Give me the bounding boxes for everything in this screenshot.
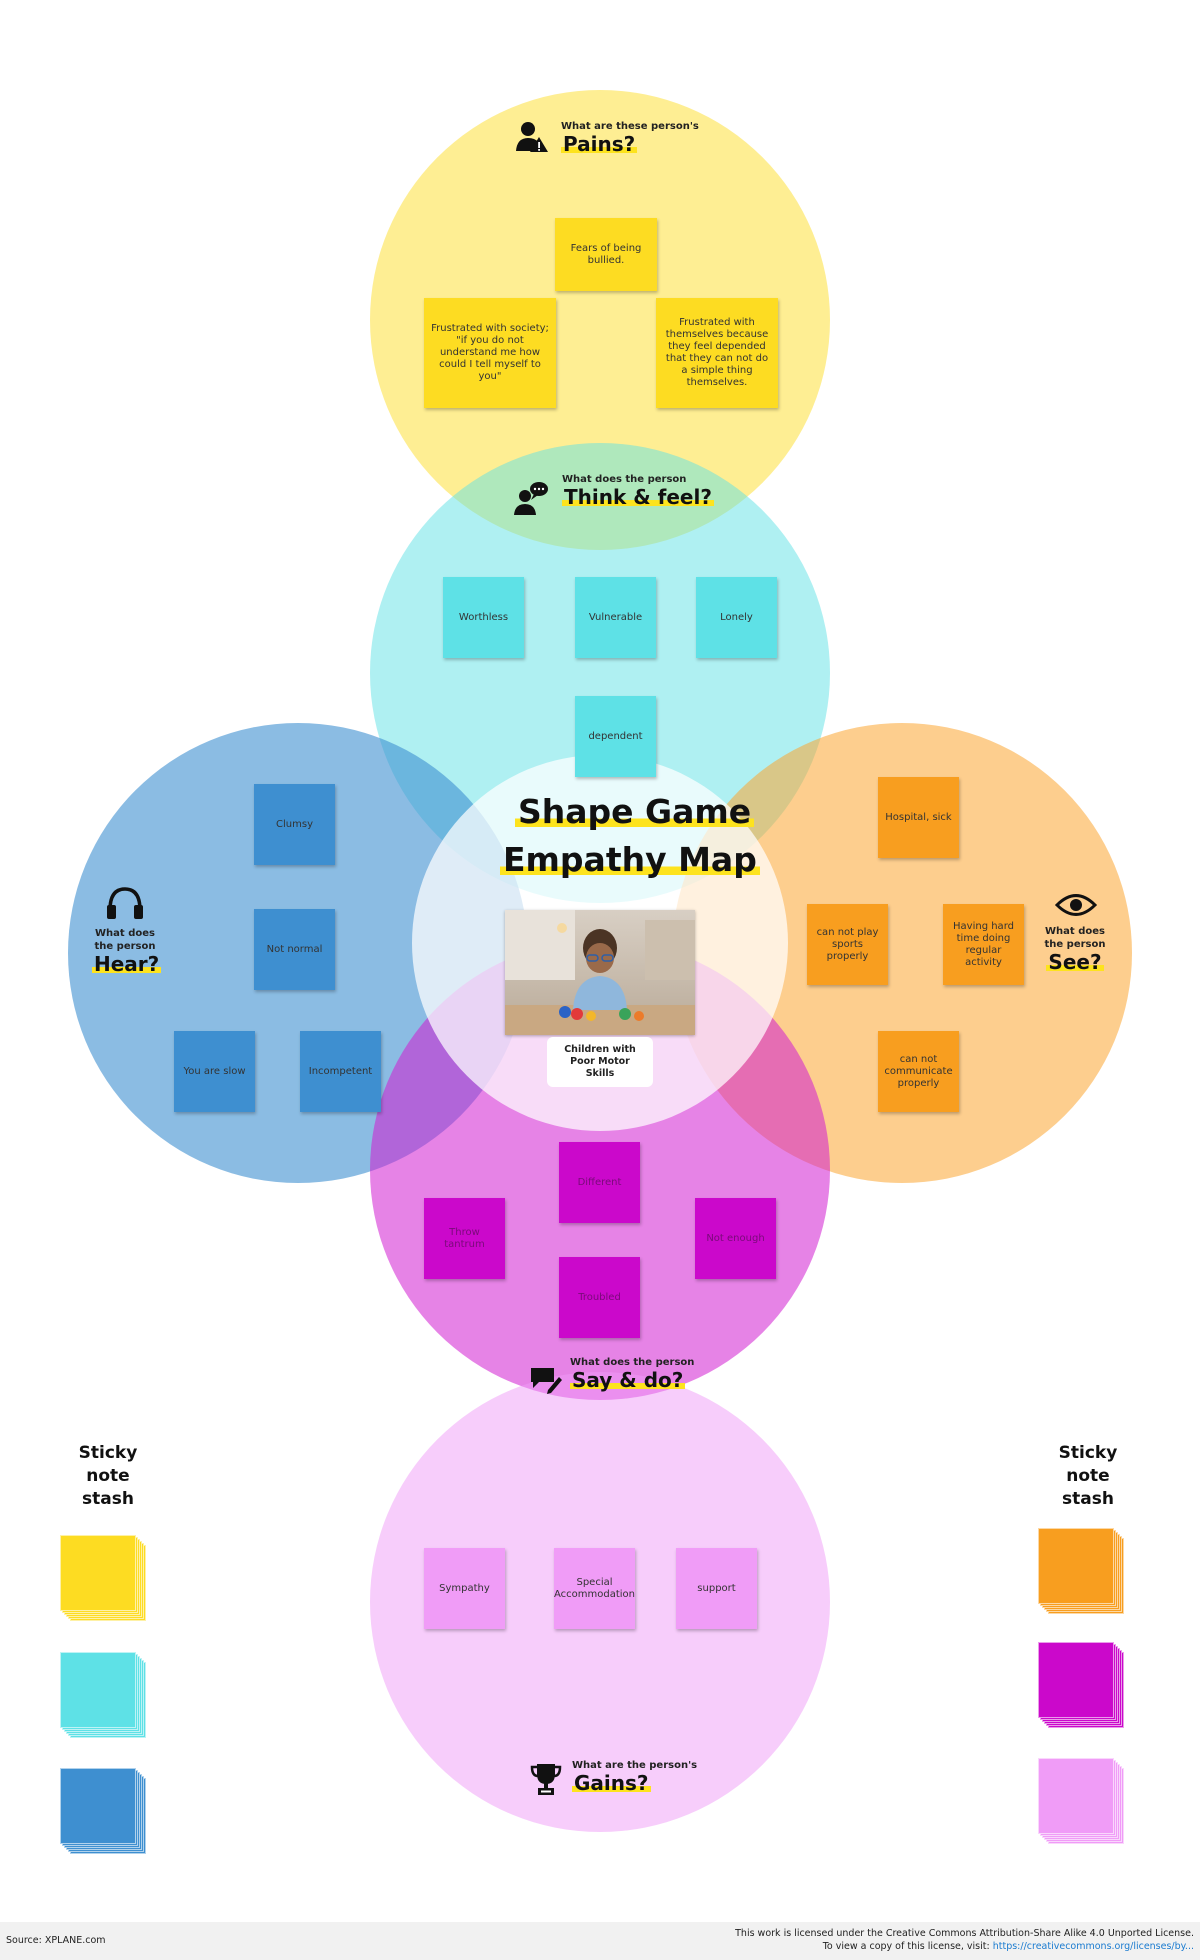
footer-license-prefix: To view a copy of this license, visit:: [822, 1940, 993, 1952]
header-say-title: Say & do?: [570, 1368, 686, 1392]
sticky-note-think-3[interactable]: Lonely: [696, 577, 777, 658]
stash-sheet: [60, 1768, 136, 1844]
sticky-note-hear-4[interactable]: Incompetent: [300, 1031, 381, 1112]
center-photo: [505, 910, 695, 1035]
header-hear: What does the person Hear?: [92, 928, 162, 976]
stash-label-right: Sticky note stash: [1058, 1443, 1118, 1509]
sticky-note-see-1[interactable]: Hospital, sick: [878, 777, 959, 858]
header-hear-question-1: What does: [95, 928, 155, 939]
person-warning-icon: [516, 122, 548, 152]
sticky-note-pains-3[interactable]: Frustrated with themselves because they …: [656, 298, 778, 408]
header-pains-title: Pains?: [561, 132, 638, 156]
sticky-note-see-2[interactable]: can not play sports properly: [807, 904, 888, 985]
speech-bubble-pencil-icon: [531, 1368, 562, 1394]
footer-license-link[interactable]: https://creativecommons.org/licenses/by.…: [992, 1940, 1194, 1952]
sticky-note-see-4[interactable]: can not communicate properly: [878, 1031, 959, 1112]
header-think-question: What does the person: [562, 474, 687, 485]
sticky-note-see-3[interactable]: Having hard time doing regular activity: [943, 904, 1024, 985]
sticky-note-hear-1[interactable]: Clumsy: [254, 784, 335, 865]
header-gains-question: What are the person's: [572, 1760, 698, 1771]
sticky-note-hear-3[interactable]: You are slow: [174, 1031, 255, 1112]
footer-source: Source: XPLANE.com: [6, 1935, 106, 1946]
stash-sheet: [1038, 1642, 1114, 1718]
child-playing-photo: [505, 910, 695, 1035]
footer-license-line-2: To view a copy of this license, visit: h…: [735, 1941, 1194, 1954]
sticky-note-think-1[interactable]: Worthless: [443, 577, 524, 658]
footer-license: This work is licensed under the Creative…: [735, 1928, 1194, 1954]
sticky-note-say-1[interactable]: Different: [559, 1142, 640, 1223]
stash-cyan[interactable]: [60, 1652, 146, 1738]
header-see-question-2: the person: [1044, 939, 1106, 950]
stash-sheet: [60, 1652, 136, 1728]
sticky-note-think-4[interactable]: dependent: [575, 696, 656, 777]
footer: Source: XPLANE.com This work is licensed…: [0, 1922, 1200, 1960]
trophy-icon: [530, 1764, 562, 1795]
headphones-icon: [107, 887, 143, 919]
footer-license-line-1: This work is licensed under the Creative…: [735, 1928, 1194, 1939]
stash-label-left: Sticky note stash: [78, 1443, 138, 1509]
center-caption-card: Children with Poor Motor Skills: [547, 1037, 653, 1087]
sticky-note-gains-3[interactable]: support: [676, 1548, 757, 1629]
stash-yellow[interactable]: [60, 1535, 146, 1621]
sticky-note-pains-1[interactable]: Fears of being bullied.: [555, 218, 657, 291]
title-line-1: Shape Game: [515, 792, 755, 831]
header-gains-title: Gains?: [572, 1771, 651, 1795]
eye-icon: [1055, 894, 1097, 916]
stash-sheet: [1038, 1528, 1114, 1604]
header-pains-question: What are these person's: [561, 121, 699, 132]
header-say-question: What does the person: [570, 1357, 695, 1368]
stash-purple[interactable]: [1038, 1642, 1124, 1728]
header-pains: What are these person's Pains?: [561, 121, 699, 156]
header-see: What does the person See?: [1042, 926, 1108, 974]
header-see-question-1: What does: [1045, 926, 1105, 937]
header-say-do: What does the person Say & do?: [570, 1357, 694, 1392]
header-hear-question-2: the person: [94, 941, 156, 952]
stash-sheet: [60, 1535, 136, 1611]
header-hear-title: Hear?: [92, 952, 162, 976]
header-see-title: See?: [1046, 950, 1104, 974]
sticky-note-pains-2[interactable]: Frustrated with society; "if you do not …: [424, 298, 556, 408]
sticky-note-say-4[interactable]: Troubled: [559, 1257, 640, 1338]
sticky-note-say-3[interactable]: Not enough: [695, 1198, 776, 1279]
header-gains: What are the person's Gains?: [572, 1760, 697, 1795]
sticky-note-gains-2[interactable]: Special Accommodation: [554, 1548, 635, 1629]
sticky-note-say-2[interactable]: Throw tantrum: [424, 1198, 505, 1279]
stash-blue[interactable]: [60, 1768, 146, 1854]
stash-sheet: [1038, 1758, 1114, 1834]
stash-pink[interactable]: [1038, 1758, 1124, 1844]
title-line-2: Empathy Map: [500, 840, 760, 879]
header-think-title: Think & feel?: [562, 485, 714, 509]
person-thought-icon: [514, 482, 548, 515]
header-think-feel: What does the person Think & feel?: [562, 474, 714, 509]
stash-orange[interactable]: [1038, 1528, 1124, 1614]
sticky-note-gains-1[interactable]: Sympathy: [424, 1548, 505, 1629]
sticky-note-hear-2[interactable]: Not normal: [254, 909, 335, 990]
center-caption: Children with Poor Motor Skills: [564, 1044, 636, 1079]
sticky-note-think-2[interactable]: Vulnerable: [575, 577, 656, 658]
